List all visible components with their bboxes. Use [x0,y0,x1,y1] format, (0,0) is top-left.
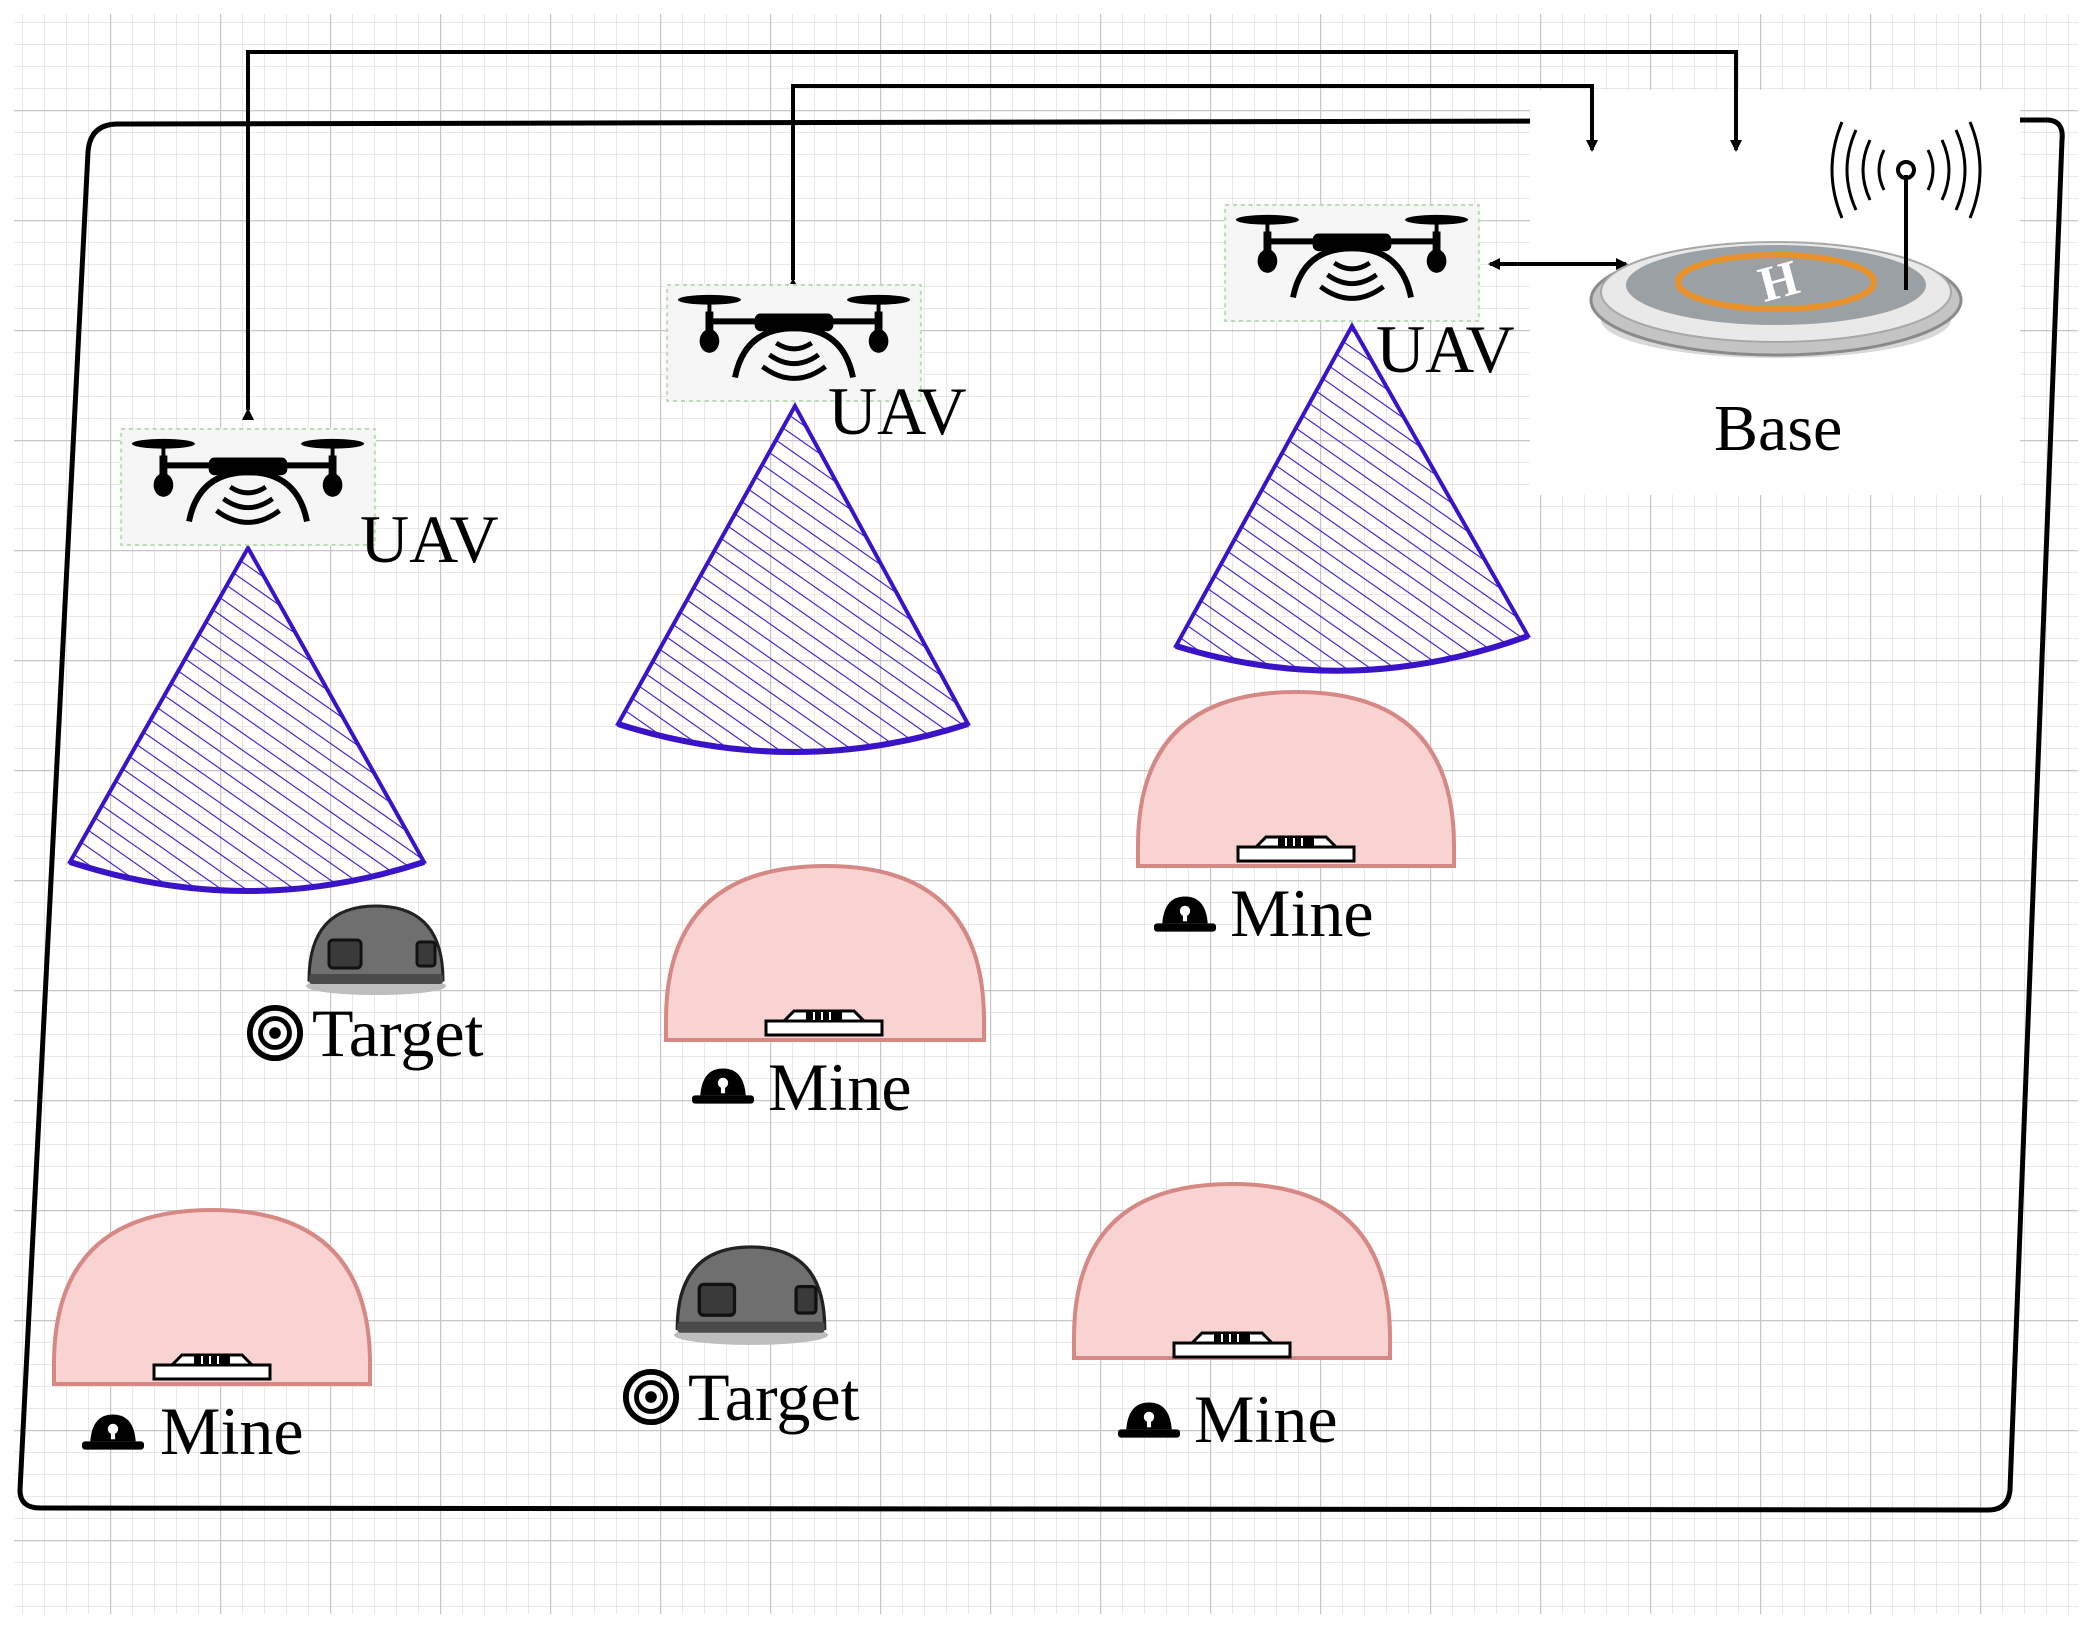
mine-danger-zone [1072,1181,1392,1360]
field-boundary [17,117,2065,1513]
uav-label: UAV [828,373,967,449]
uav-label: UAV [1376,311,1515,387]
target-label: Target [688,1359,860,1435]
sensor-cone [1173,321,1531,674]
sensor-cone [615,401,971,755]
helipad-icon: H [1589,241,1963,358]
mine-label: Mine [768,1049,912,1125]
mine-danger-zone [664,863,986,1042]
drone-icon [1224,204,1480,322]
link-uav2-base [787,84,1598,290]
mine-danger-zone [1136,689,1456,868]
base-label: Base [1714,392,1842,465]
communication-links [242,50,1742,420]
sensor-cone [67,543,427,894]
mine-label: Mine [1194,1381,1338,1457]
mine-label: Mine [160,1393,304,1469]
link-uav1-base [242,50,1742,420]
target-label: Target [312,995,484,1071]
antenna-icon [1830,121,1982,290]
mine-danger-zone [52,1207,372,1386]
mine-label: Mine [1230,875,1374,951]
uav-label: UAV [360,501,499,577]
drone-icon [120,428,376,546]
